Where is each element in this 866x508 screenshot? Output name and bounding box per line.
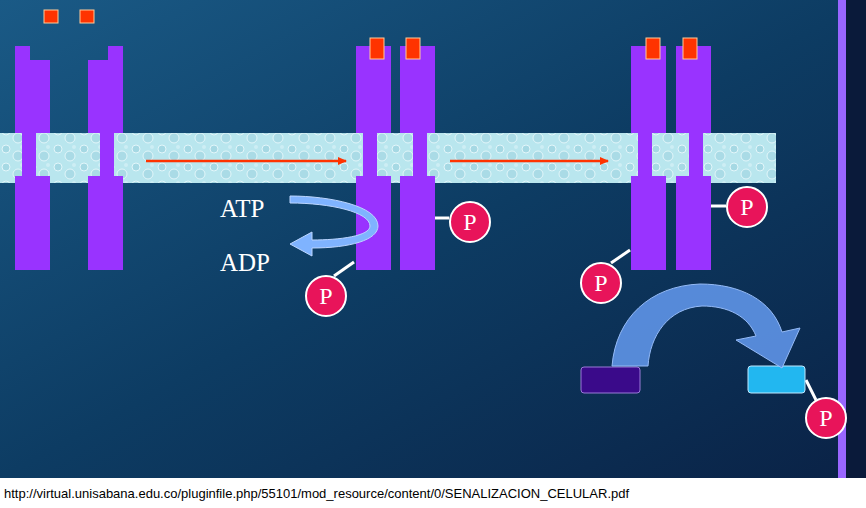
molecule-label: ADP: [220, 250, 270, 275]
transition-arrow: [450, 160, 608, 163]
transition-arrow: [146, 160, 346, 163]
phosphate-circle: P: [580, 262, 622, 304]
phosphate-circle: P: [449, 201, 491, 243]
membrane: [0, 133, 776, 183]
phosphate-label: P: [594, 271, 607, 295]
atp-arrow: [290, 196, 378, 256]
phosphate-label: P: [740, 195, 753, 219]
phosphate-label: P: [819, 406, 832, 430]
activation-arrow: [612, 284, 800, 368]
side-strip: [846, 0, 866, 478]
ligands: [44, 10, 697, 59]
phosphate-label: P: [319, 284, 332, 308]
source-url: http://virtual.unisabana.edu.co/pluginfi…: [4, 487, 629, 500]
molecule-label: ATP: [220, 196, 264, 221]
phosphate-circle: P: [726, 186, 768, 228]
background: [0, 0, 866, 478]
phosphate-label: P: [463, 210, 476, 234]
phosphate-bonds: [334, 206, 816, 400]
footer-band: [0, 478, 866, 508]
phosphate-circle: P: [305, 275, 347, 317]
substrate-protein: [581, 367, 640, 393]
phosphorylated-protein: [748, 366, 805, 393]
receptors: [15, 46, 711, 270]
phosphate-circle: P: [805, 397, 847, 439]
